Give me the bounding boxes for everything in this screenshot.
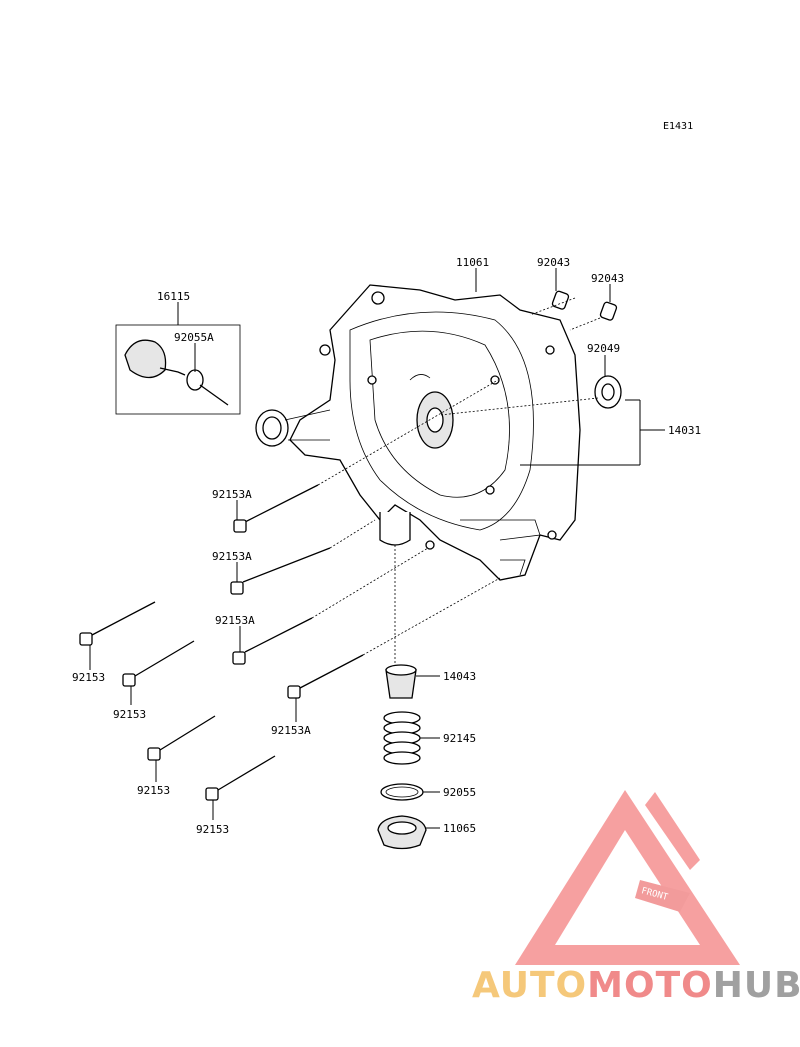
diagram-ref-code: E1431: [663, 121, 693, 132]
label-92049: 92049: [587, 342, 620, 355]
oring-92055: [380, 783, 424, 801]
logo-hub: HUB: [713, 965, 800, 1006]
bolt-92153-7: [147, 715, 216, 761]
bolt-92153A-6: [287, 654, 364, 699]
label-92055A: 92055A: [174, 331, 214, 344]
bolt-92153-8: [205, 755, 276, 801]
bolt-92153A-3: [232, 617, 313, 665]
label-92153A-2: 92153A: [212, 550, 252, 563]
label-92055: 92055: [443, 786, 476, 799]
label-16115: 16115: [157, 290, 190, 303]
logo-moto: MOTO: [587, 965, 713, 1006]
spring-92145: [383, 711, 421, 765]
label-11065: 11065: [443, 822, 476, 835]
label-92043-b: 92043: [591, 272, 624, 285]
label-92153-5: 92153: [113, 708, 146, 721]
cover-11061: [255, 284, 581, 581]
dipstick-16115: [124, 339, 229, 406]
watermark-logo: FRONT: [515, 790, 740, 965]
label-92153A-6: 92153A: [271, 724, 311, 737]
bolt-92153-4: [79, 601, 156, 646]
label-14031: 14031: [668, 424, 701, 437]
dowel-pin-92043-b: [599, 301, 618, 321]
label-11061: 11061: [456, 256, 489, 269]
svg-text:AUTOMOTOHUB: AUTOMOTOHUB: [472, 965, 800, 1006]
label-92153-7: 92153: [137, 784, 170, 797]
plug-11065: [377, 815, 427, 850]
bolt-92153-5: [122, 640, 195, 687]
label-92153A-3: 92153A: [215, 614, 255, 627]
logo-auto: AUTO: [472, 965, 587, 1006]
oil-seal-92049: [594, 375, 622, 409]
label-92145: 92145: [443, 732, 476, 745]
label-14043: 14043: [443, 670, 476, 683]
bolt-92153A-1: [233, 484, 319, 533]
label-92043-a: 92043: [537, 256, 570, 269]
label-92153-4: 92153: [72, 671, 105, 684]
dowel-pin-92043-a: [551, 290, 570, 310]
strainer-14043: [385, 664, 417, 699]
label-92153A-1: 92153A: [212, 488, 252, 501]
label-92153-8: 92153: [196, 823, 229, 836]
